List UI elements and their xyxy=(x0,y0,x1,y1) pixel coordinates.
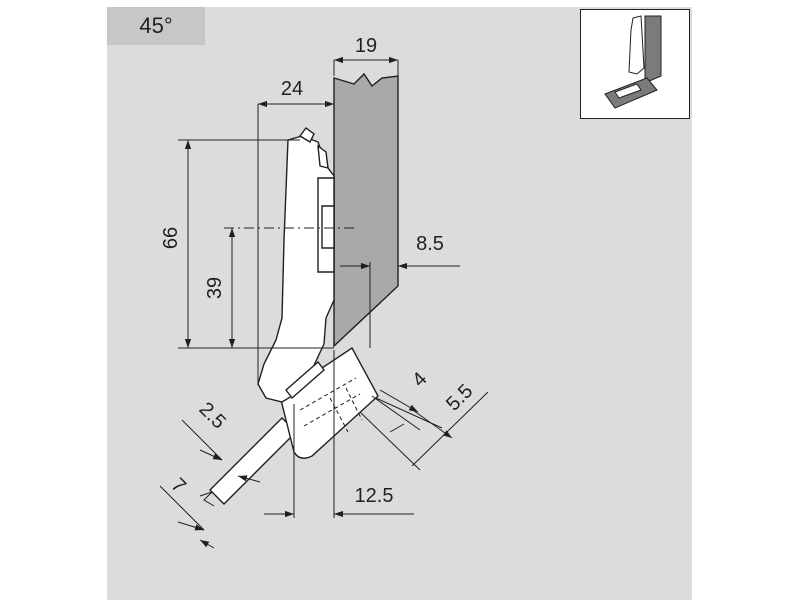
arm-pin xyxy=(298,127,315,143)
dim-height-center: 39 xyxy=(204,277,226,299)
dim-cup-distance: 12.5 xyxy=(355,485,394,507)
hinge-thumbnail xyxy=(580,9,690,119)
dim-height-total: 66 xyxy=(160,227,182,249)
angle-label: 45° xyxy=(139,13,173,38)
dim-arm-offset: 24 xyxy=(281,78,303,100)
dim-overlay: 8.5 xyxy=(416,233,444,255)
dim-cup-offset: 5.5 xyxy=(442,380,477,415)
dim-cup-depth: 4 xyxy=(408,368,431,391)
mounting-plate xyxy=(209,417,297,505)
dimension-lines xyxy=(159,56,489,549)
arm-clip xyxy=(317,144,329,169)
angle-tab xyxy=(107,7,205,45)
arm-lower xyxy=(285,360,325,400)
plate-break xyxy=(199,491,215,507)
hinge-thumbnail-icon xyxy=(604,15,662,109)
hinge-cup xyxy=(279,346,379,459)
dim-plate-thickness: 2.5 xyxy=(195,398,230,433)
arm-window xyxy=(321,205,335,249)
dim-plate-offset: 7 xyxy=(167,474,190,497)
cabinet-wall xyxy=(333,72,399,348)
dim-top-width: 19 xyxy=(355,35,377,57)
